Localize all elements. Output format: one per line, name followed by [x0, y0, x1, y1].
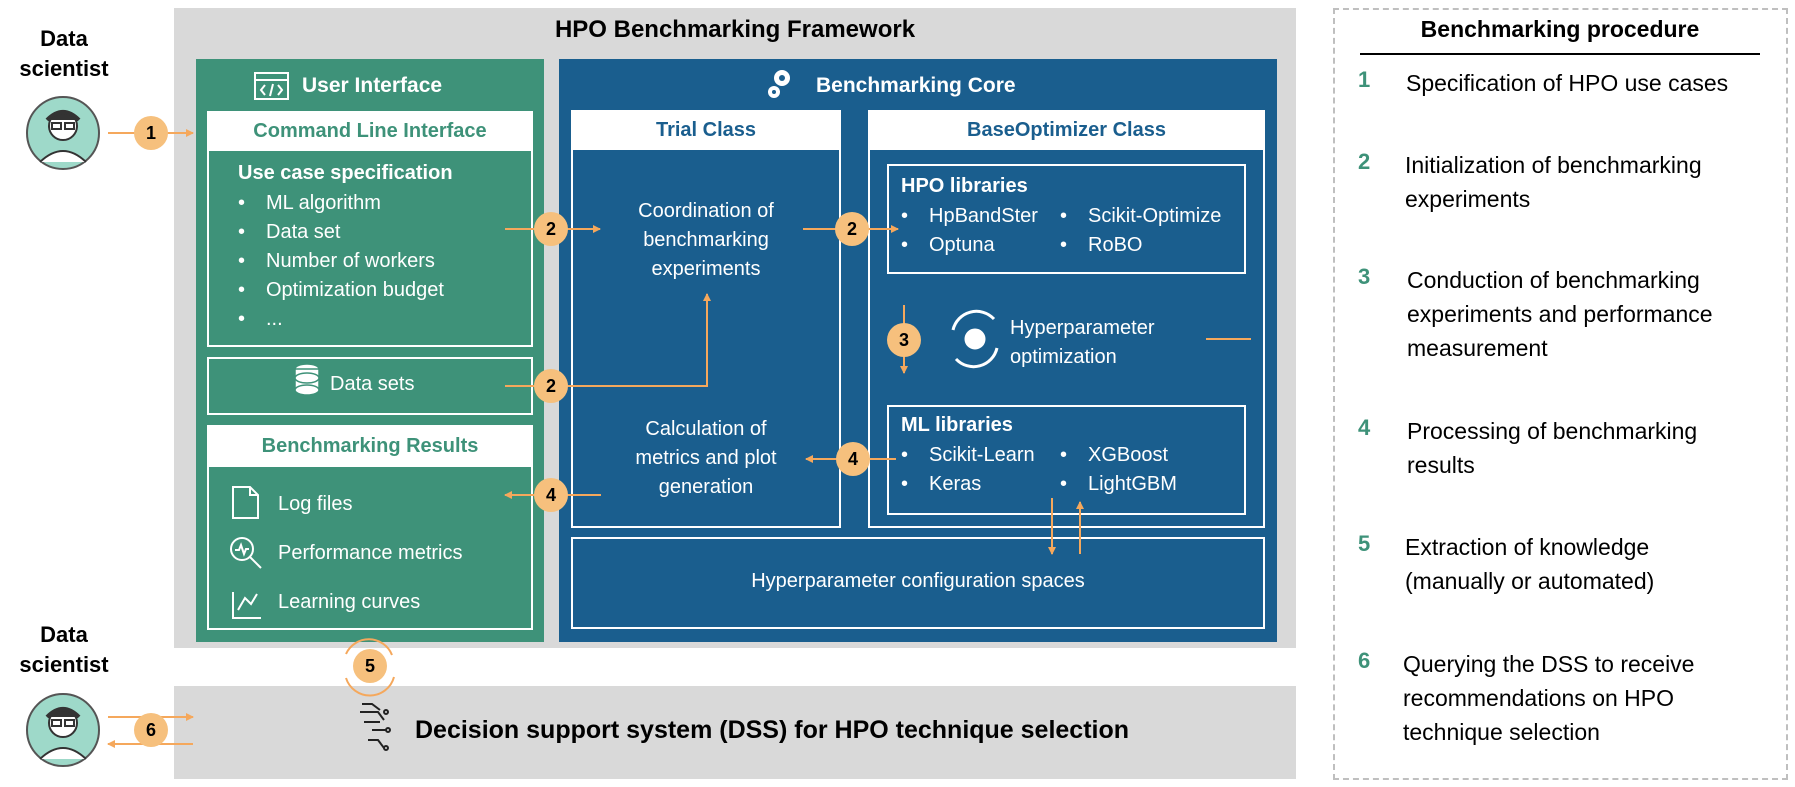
ml-libraries-list: XGBoost LightGBM: [1060, 441, 1177, 499]
learning-curves-label: Learning curves: [278, 591, 421, 613]
cycle-arrows-icon: [345, 638, 393, 656]
svg-text:3: 3: [899, 330, 909, 350]
use-case-item: ...: [238, 305, 444, 334]
badge-2: 2: [534, 369, 568, 403]
use-case-item: Number of workers: [238, 247, 444, 276]
ml-library-item: LightGBM: [1060, 470, 1177, 499]
badge-1: 1: [134, 116, 168, 150]
badge-6: 6: [134, 713, 168, 747]
svg-text:2: 2: [546, 376, 556, 396]
performance-metrics-label: Performance metrics: [278, 542, 463, 564]
circuit-head-icon: [360, 703, 391, 751]
dss-title: Decision support system (DSS) for HPO te…: [415, 716, 1130, 744]
coordination-text: Coordination of benchmarking experiments: [638, 200, 774, 280]
step-number: 1: [1358, 67, 1371, 92]
benchmarking-core-panel: [559, 59, 1277, 642]
person-avatar-icon: [26, 693, 100, 767]
svg-text:4: 4: [546, 485, 556, 505]
step-text: Specification of HPO use cases: [1406, 70, 1729, 96]
use-case-title: Use case specification: [238, 162, 453, 184]
calculation-text: Calculation of metrics and plot generati…: [635, 418, 777, 498]
svg-text:5: 5: [365, 656, 375, 676]
ml-library-item: Scikit-Learn: [901, 441, 1035, 470]
use-case-list: ML algorithm Data set Number of workers …: [238, 189, 444, 334]
svg-text:2: 2: [847, 219, 857, 239]
base-optimizer-header: BaseOptimizer Class: [868, 110, 1265, 150]
procedure-divider: [1360, 53, 1760, 55]
person-avatar-icon: [26, 96, 100, 170]
step-number: 5: [1358, 531, 1371, 556]
log-files-label: Log files: [278, 493, 353, 515]
config-spaces-text: Hyperparameter configuration spaces: [751, 570, 1085, 592]
badge-5: 5: [353, 649, 387, 683]
ml-libraries-title: ML libraries: [901, 414, 1013, 436]
hpo-libraries-title: HPO libraries: [901, 175, 1028, 197]
svg-text:1: 1: [146, 123, 156, 143]
use-case-item: ML algorithm: [238, 189, 444, 218]
code-window-icon: [254, 72, 289, 100]
refresh-gear-icon: [951, 309, 999, 369]
badge-2: 2: [534, 212, 568, 246]
step-number: 6: [1358, 648, 1371, 673]
step-text: Extraction of knowledge(manually or auto…: [1405, 534, 1655, 594]
svg-text:6: 6: [146, 720, 156, 740]
data-sets-label: Data sets: [330, 373, 415, 395]
svg-text:2: 2: [546, 219, 556, 239]
use-case-item: Data set: [238, 218, 444, 247]
arrow-datasets-trial: [505, 293, 711, 387]
svg-text:4: 4: [848, 449, 858, 469]
badge-4: 4: [836, 442, 870, 476]
hpo-libraries-box: [887, 164, 1246, 274]
use-case-item: Optimization budget: [238, 276, 444, 305]
badge-4: 4: [534, 478, 568, 512]
hpo-library-item: Optuna: [901, 231, 1038, 260]
dss-bar: [174, 686, 1296, 779]
config-spaces-box: [571, 537, 1265, 629]
badge-3: 3: [887, 323, 921, 357]
cli-header: Command Line Interface: [207, 111, 533, 151]
procedure-title: Benchmarking procedure: [1420, 16, 1700, 42]
magnifier-chart-icon: [230, 537, 262, 569]
ml-library-item: XGBoost: [1060, 441, 1177, 470]
database-icon: [294, 363, 320, 396]
user-interface-title: User Interface: [302, 74, 443, 97]
trial-class-header: Trial Class: [571, 110, 841, 150]
hpo-library-item: HpBandSter: [901, 202, 1038, 231]
benchmarking-core-title: Benchmarking Core: [816, 74, 1016, 97]
step-number: 4: [1358, 415, 1371, 440]
gears-icon: [768, 70, 790, 98]
step-number: 3: [1358, 264, 1371, 289]
hpo-libraries-list: Scikit-Optimize RoBO: [1060, 202, 1221, 260]
hpo-library-item: RoBO: [1060, 231, 1221, 260]
ml-libraries-list: Scikit-Learn Keras: [901, 441, 1035, 499]
hpo-library-item: Scikit-Optimize: [1060, 202, 1221, 231]
results-header: Benchmarking Results: [207, 425, 533, 467]
badge-2: 2: [835, 212, 869, 246]
line-chart-icon: [232, 592, 261, 619]
procedure-panel: [1333, 8, 1788, 780]
hyperparameter-optimization-text: Hyperparameter optimization: [1010, 317, 1155, 368]
user-interface-panel: [196, 59, 544, 642]
framework-title: HPO Benchmarking Framework: [554, 16, 916, 43]
hpo-libraries-list: HpBandSter Optuna: [901, 202, 1038, 260]
ml-library-item: Keras: [901, 470, 1035, 499]
document-icon: [232, 486, 259, 519]
step-number: 2: [1358, 149, 1371, 174]
